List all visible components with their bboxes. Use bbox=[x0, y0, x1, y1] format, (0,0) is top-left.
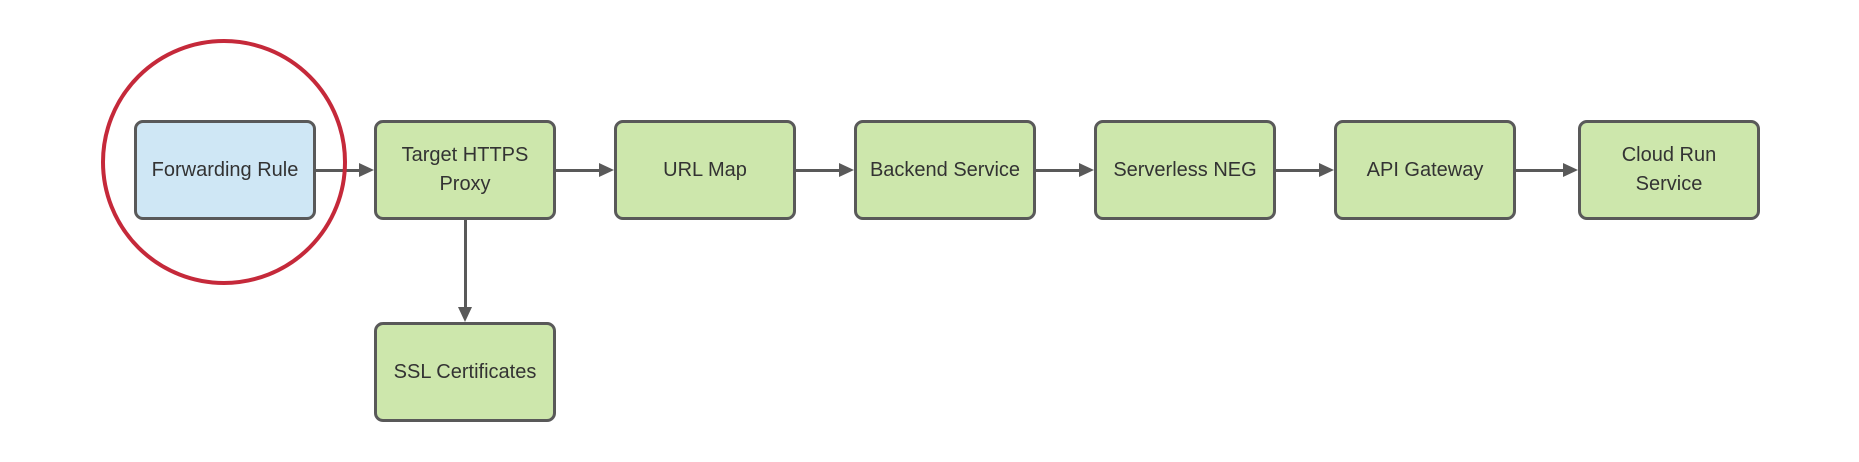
node-target-https-proxy[interactable]: Target HTTPS Proxy bbox=[374, 120, 556, 220]
node-label: API Gateway bbox=[1366, 158, 1484, 181]
node-ssl-certificates[interactable]: SSL Certificates bbox=[374, 322, 556, 422]
node-label: URL Map bbox=[663, 158, 747, 181]
edge-forwarding-rule-to-target-https-proxy-arrowhead-icon bbox=[359, 163, 374, 177]
edge-url-map-to-backend-service-line bbox=[796, 169, 841, 172]
node-url-map[interactable]: URL Map bbox=[614, 120, 796, 220]
node-api-gateway[interactable]: API Gateway bbox=[1334, 120, 1516, 220]
edge-serverless-neg-to-api-gateway-line bbox=[1276, 169, 1321, 172]
node-label: Backend Service bbox=[869, 158, 1021, 181]
node-label: Serverless NEG bbox=[1113, 158, 1257, 181]
node-label: Target HTTPS bbox=[401, 144, 529, 166]
edge-api-gateway-to-cloud-run-service-arrowhead-icon bbox=[1563, 163, 1578, 177]
edge-target-https-proxy-to-url-map-line bbox=[556, 169, 601, 172]
node-serverless-neg[interactable]: Serverless NEG bbox=[1094, 120, 1276, 220]
node-label: Forwarding Rule bbox=[151, 158, 299, 181]
edge-target-https-proxy-to-ssl-certificates-line bbox=[464, 220, 467, 309]
edge-url-map-to-backend-service-arrowhead-icon bbox=[839, 163, 854, 177]
edge-target-https-proxy-to-ssl-certificates-arrowhead-icon bbox=[458, 307, 472, 322]
edge-api-gateway-to-cloud-run-service-line bbox=[1516, 169, 1565, 172]
node-label: SSL Certificates bbox=[393, 360, 537, 383]
edge-backend-service-to-serverless-neg-arrowhead-icon bbox=[1079, 163, 1094, 177]
node-forwarding-rule[interactable]: Forwarding Rule bbox=[134, 120, 316, 220]
edge-serverless-neg-to-api-gateway-arrowhead-icon bbox=[1319, 163, 1334, 177]
node-label: Cloud Run bbox=[1621, 144, 1717, 166]
edge-forwarding-rule-to-target-https-proxy-line bbox=[316, 169, 361, 172]
edge-target-https-proxy-to-url-map-arrowhead-icon bbox=[599, 163, 614, 177]
node-label: Proxy bbox=[439, 173, 491, 195]
edge-backend-service-to-serverless-neg-line bbox=[1036, 169, 1081, 172]
node-backend-service[interactable]: Backend Service bbox=[854, 120, 1036, 220]
node-label: Service bbox=[1635, 173, 1703, 195]
